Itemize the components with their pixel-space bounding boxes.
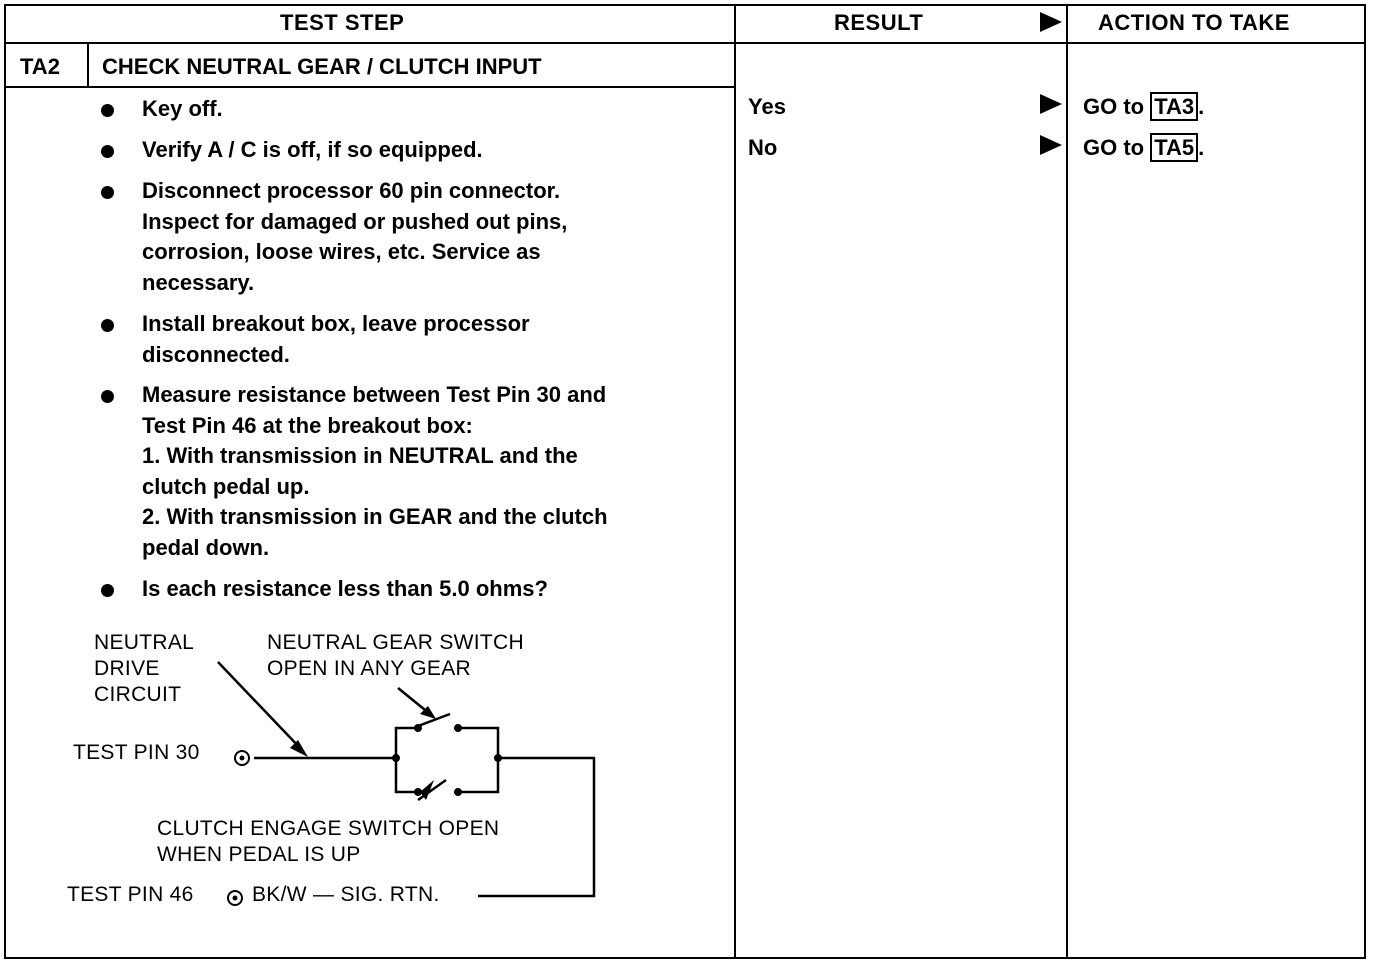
- clutch-switch-blade: [417, 778, 447, 802]
- result-yes: Yes: [748, 94, 786, 119]
- contact-dot: [454, 788, 462, 796]
- upper-branch-right: [458, 726, 500, 758]
- diagram-test-pin-46-wire-label: BK/W — SIG. RTN.: [252, 883, 440, 906]
- bullet-icon: [101, 390, 114, 403]
- diagram-clutch-switch-label: CLUTCH ENGAGE SWITCH OPEN WHEN PEDAL IS …: [157, 817, 500, 866]
- instruction-install-breakout: Install breakout box, leave processor di…: [142, 311, 530, 367]
- instruction-disconnect: Disconnect processor 60 pin connector. I…: [142, 178, 568, 295]
- action-yes-target: TA3: [1150, 92, 1199, 121]
- result-yes-arrow-icon: [1040, 94, 1062, 114]
- neutral-drive-arrowhead: [290, 740, 308, 757]
- step-title: CHECK NEUTRAL GEAR / CLUTCH INPUT: [102, 54, 542, 79]
- test-pin-30-terminal-dot: [239, 755, 245, 761]
- contact-dot: [414, 788, 422, 796]
- contact-dot: [414, 724, 422, 732]
- result-no-arrow-icon: [1040, 135, 1062, 155]
- instruction-key-off: Key off.: [142, 96, 223, 121]
- diagram-test-pin-30-label: TEST PIN 30: [73, 741, 200, 764]
- header-result: RESULT: [834, 10, 924, 35]
- header-test-step: TEST STEP: [280, 10, 405, 35]
- lower-branch-right: [458, 758, 500, 794]
- upper-branch-left: [394, 726, 416, 758]
- step-title-divider: [4, 86, 736, 88]
- instruction-verify-ac: Verify A / C is off, if so equipped.: [142, 137, 483, 162]
- action-no-suffix: .: [1198, 135, 1205, 160]
- header-arrow-icon: [1040, 12, 1062, 32]
- diagram-neutral-drive-circuit-label: NEUTRAL DRIVE CIRCUIT: [94, 631, 195, 706]
- action-no-prefix: GO to: [1083, 135, 1145, 160]
- header-action: ACTION TO TAKE: [1098, 10, 1290, 35]
- action-yes-prefix: GO to: [1083, 94, 1145, 119]
- neutral-switch-blade: [417, 712, 451, 728]
- diagram-test-pin-46-label: TEST PIN 46: [67, 883, 194, 906]
- neutral-drive-pointer: [217, 661, 303, 751]
- bullet-icon: [101, 104, 114, 117]
- action-yes: GO to TA3.: [1083, 92, 1204, 123]
- test-pin-46-terminal-dot: [232, 895, 238, 901]
- clutch-switch-arrowhead: [420, 780, 434, 800]
- junction-dot: [392, 754, 400, 762]
- lower-branch-left: [394, 758, 416, 794]
- result-no: No: [748, 135, 778, 160]
- bullet-icon: [101, 186, 114, 199]
- header-divider: [4, 42, 1366, 44]
- contact-dot: [454, 724, 462, 732]
- step-id-divider: [87, 43, 89, 87]
- step-id: TA2: [20, 54, 60, 79]
- column-divider-action: [1066, 4, 1068, 959]
- neutral-switch-arrowhead: [420, 706, 436, 719]
- junction-dot: [494, 754, 502, 762]
- test-pin-30-terminal-icon: [234, 750, 250, 766]
- bullet-icon: [101, 145, 114, 158]
- table-frame: [4, 4, 1366, 959]
- diagram-neutral-gear-switch-label: NEUTRAL GEAR SWITCH OPEN IN ANY GEAR: [267, 631, 524, 680]
- return-wire: [478, 756, 596, 898]
- test-pin-46-terminal-icon: [227, 890, 243, 906]
- bullet-icon: [101, 584, 114, 597]
- action-no-target: TA5: [1150, 133, 1199, 162]
- instruction-question: Is each resistance less than 5.0 ohms?: [142, 576, 548, 601]
- bullet-icon: [101, 319, 114, 332]
- instruction-measure: Measure resistance between Test Pin 30 a…: [142, 382, 608, 560]
- action-yes-suffix: .: [1198, 94, 1205, 119]
- action-no: GO to TA5.: [1083, 133, 1204, 164]
- column-divider-result: [734, 4, 736, 959]
